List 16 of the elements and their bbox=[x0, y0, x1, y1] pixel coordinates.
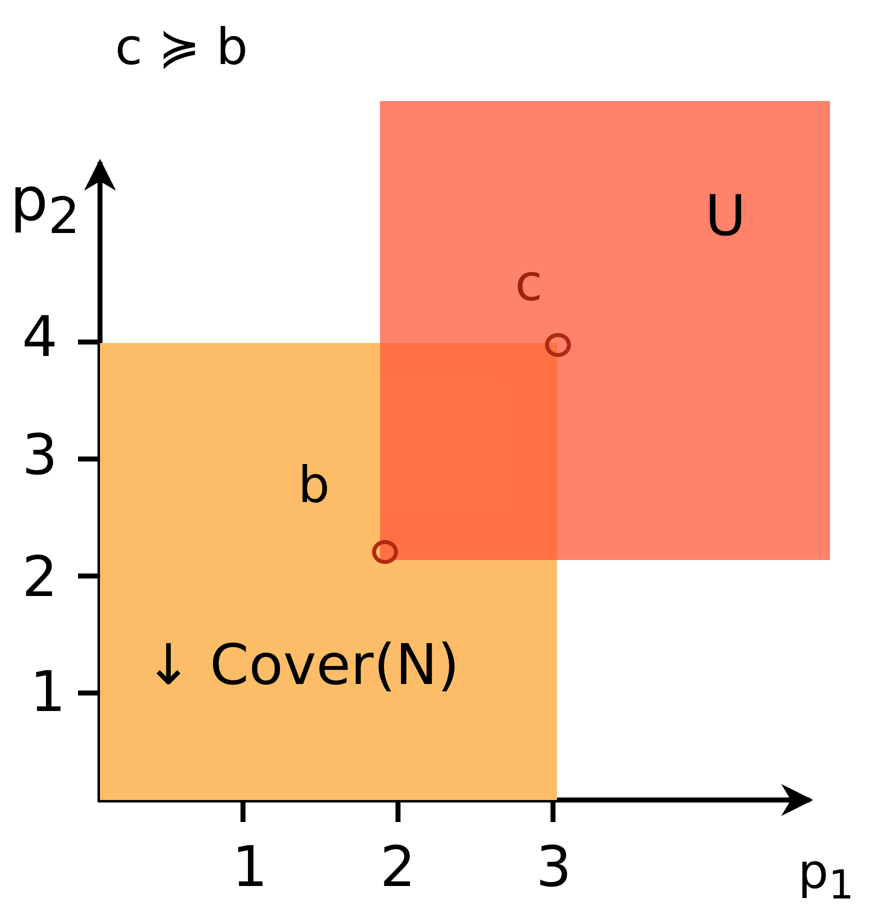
upper-region bbox=[380, 101, 830, 560]
axis-title: p$_{2}$ bbox=[10, 170, 80, 241]
region-label: ↓ Cover(N) bbox=[145, 638, 460, 694]
data-point-marker bbox=[545, 333, 571, 357]
tick-label: 3 bbox=[536, 840, 572, 896]
tick-label: 1 bbox=[232, 840, 268, 896]
tick-label: 2 bbox=[22, 550, 58, 606]
tick-label: 2 bbox=[380, 840, 416, 896]
region-label: U bbox=[705, 189, 746, 245]
tick-label: 1 bbox=[30, 665, 66, 721]
axis-title: p$_{1}$ bbox=[798, 848, 854, 906]
tick-label: 3 bbox=[22, 428, 58, 484]
point-label: c bbox=[515, 258, 542, 308]
tick-label: 4 bbox=[22, 310, 58, 366]
point-label: b bbox=[298, 460, 330, 510]
title: c ≽ b bbox=[115, 22, 248, 72]
